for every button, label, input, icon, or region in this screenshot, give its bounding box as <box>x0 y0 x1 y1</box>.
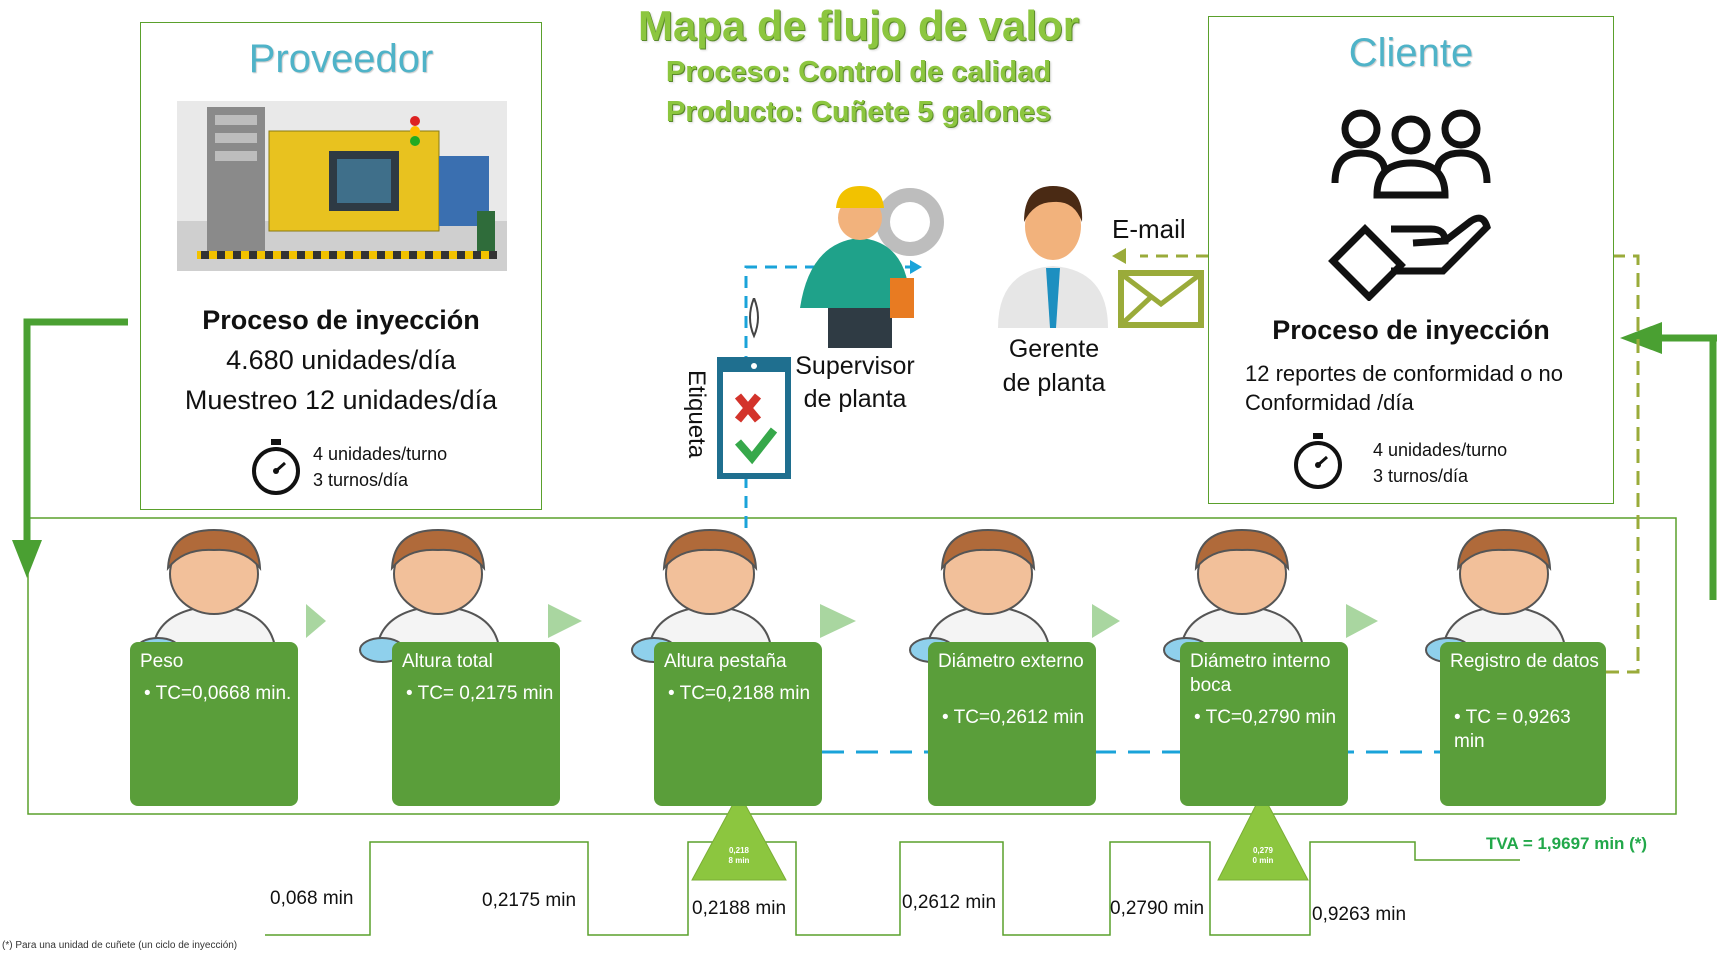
process-step-inner-mouth-diameter: Diámetro interno boca • TC=0,2790 min <box>1180 642 1348 806</box>
flow-chevron-2 <box>548 604 582 638</box>
process-step-weight: Peso • TC=0,0668 min. <box>130 642 298 806</box>
product-subtitle: Producto: Cuñete 5 galones <box>665 96 1052 128</box>
step-name: Registro de datos <box>1450 651 1599 672</box>
customer-arrowhead <box>1620 322 1662 354</box>
step-cycle-time: TC=0,0668 min. <box>155 683 292 704</box>
step-name: Altura pestaña <box>664 651 787 672</box>
manager-label-line2: de planta <box>1002 369 1106 397</box>
supplier-daily-units: 4.680 unidades/día <box>226 345 456 375</box>
step-name: Diámetro externo <box>938 651 1084 672</box>
manager-label-line1: Gerente <box>1008 335 1100 363</box>
inventory-label-2: 0,279 0 min <box>1236 846 1290 866</box>
supplier-header: Proveedor <box>248 37 434 81</box>
step-name: Altura total <box>402 651 493 672</box>
flow-chevron-1 <box>306 604 328 638</box>
stopwatch-icon <box>252 439 300 495</box>
process-step-total-height: Altura total • TC= 0,2175 min <box>392 642 560 806</box>
timeline-value-1: 0,068 min <box>270 888 354 909</box>
timeline-ladder <box>265 841 1520 936</box>
inventory-triangle-2 <box>1217 791 1309 881</box>
email-label: E-mail <box>1112 214 1186 244</box>
process-step-data-registration: Registro de datos • TC = 0,9263 min <box>1440 642 1606 806</box>
inventory-value: 0,279 <box>1252 846 1274 855</box>
step-cycle-time: TC=0,2612 min <box>953 707 1085 728</box>
data-return-line <box>1605 254 1640 674</box>
supplier-rate-day: 3 turnos/día <box>313 470 409 490</box>
customer-header: Cliente <box>1348 31 1474 75</box>
customer-reports-line1: 12 reportes de conformidad o no <box>1245 361 1563 386</box>
customer-rate-shift: 4 unidades/turno <box>1373 440 1508 460</box>
footnote: (*) Para una unidad de cuñete (un ciclo … <box>2 940 238 951</box>
tva-total: TVA = 1,9697 min (*) <box>1486 834 1648 853</box>
supplier-rate-shift: 4 unidades/turno <box>313 444 448 464</box>
inventory-unit: 8 min <box>728 856 750 865</box>
envelope-icon <box>1118 270 1204 328</box>
timeline-value-5: 0,2790 min <box>1110 898 1205 919</box>
flow-chevron-5 <box>1346 604 1378 638</box>
supervisor-label-line1: Supervisor <box>795 352 915 380</box>
process-step-outer-diameter: Diámetro externo • TC=0,2612 min <box>928 642 1096 806</box>
customer-reports-line2: Conformidad /día <box>1245 390 1414 415</box>
tag-label: Etiqueta <box>683 370 710 459</box>
customer-care-icon <box>1328 109 1491 301</box>
customer-rate-day: 3 turnos/día <box>1373 466 1469 486</box>
supplier-sampling: Muestreo 12 unidades/día <box>184 385 498 415</box>
inventory-label-1: 0,218 8 min <box>712 846 766 866</box>
inventory-triangle-1 <box>691 791 787 881</box>
inventory-unit: 0 min <box>1252 856 1274 865</box>
timeline-value-2: 0,2175 min <box>482 890 577 911</box>
diagram-title: Mapa de flujo de valor <box>637 2 1080 49</box>
stopwatch-icon <box>1294 433 1342 489</box>
timeline-value-4: 0,2612 min <box>902 892 997 913</box>
customer-box: Cliente Proceso de inyección 12 reportes… <box>1208 16 1614 504</box>
step-cycle-time: TC=0,2188 min <box>679 683 811 704</box>
supplier-box: Proveedor Proceso de inyección 4.680 uni… <box>140 22 542 510</box>
step-name: Peso <box>140 651 184 672</box>
timeline-value-3: 0,2188 min <box>692 898 787 919</box>
plant-manager-icon <box>998 186 1108 328</box>
supplier-arrowhead <box>12 540 42 578</box>
supervisor-label-line2: de planta <box>803 385 907 413</box>
customer-process-name: Proceso de inyección <box>1272 315 1550 345</box>
step-cycle-time: TC = 0,9263 min <box>1454 707 1571 752</box>
supervisor-icon <box>800 186 944 348</box>
flow-chevron-4 <box>1092 604 1120 638</box>
timeline-value-6: 0,9263 min <box>1312 904 1407 925</box>
process-subtitle: Proceso: Control de calidad <box>665 56 1052 88</box>
tag-label-wrap: Etiqueta <box>670 370 718 480</box>
step-cycle-time: TC=0,2790 min <box>1205 707 1337 728</box>
flow-chevron-3 <box>820 604 856 638</box>
step-cycle-time: TC= 0,2175 min <box>417 683 554 704</box>
step-name: Diámetro interno boca <box>1190 651 1331 696</box>
process-step-flange-height: Altura pestaña • TC=0,2188 min <box>654 642 822 806</box>
injection-machine-image <box>177 101 507 271</box>
inventory-value: 0,218 <box>728 846 750 855</box>
value-stream-frame <box>27 517 1677 815</box>
supplier-flow-arrow <box>23 318 128 548</box>
supplier-process-name: Proceso de inyección <box>202 305 480 335</box>
tag-icon <box>717 298 791 479</box>
